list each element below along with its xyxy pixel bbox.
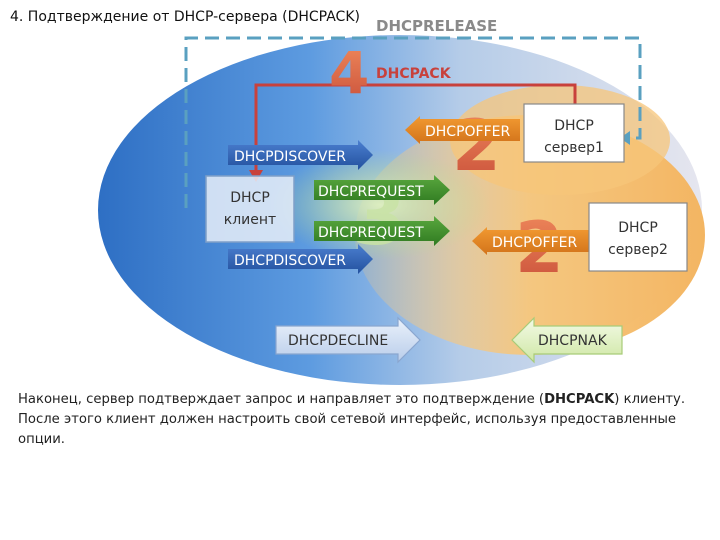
nak-label: DHCPNAK: [538, 333, 608, 349]
caption-line-2: После этого клиент должен настроить свой…: [18, 412, 677, 427]
caption-line-3: опции.: [18, 432, 65, 447]
server2-line2: сервер2: [608, 242, 668, 258]
dhcp-server1-box: [523, 103, 625, 163]
client-line2: клиент: [224, 212, 276, 228]
ack-path: [254, 83, 577, 172]
discover-top-arrow: [228, 140, 373, 170]
nak-arrow: [511, 316, 623, 364]
request-top-label: DHCPREQUEST: [318, 184, 424, 200]
slide-title: 4. Подтверждение от DHCP-сервера (DHCPAC…: [10, 9, 360, 25]
offer-top-label: DHCPOFFER: [425, 124, 510, 140]
discover-bottom-arrow: [228, 244, 373, 274]
caption-line-1: Наконец, сервер подтверждает запрос и на…: [18, 390, 708, 410]
dhcp-server2-box: [588, 202, 688, 272]
offer-top-arrow: [405, 116, 520, 144]
discover-top-label: DHCPDISCOVER: [234, 149, 346, 165]
decline-arrow: [275, 316, 421, 364]
dhcp-client-box: [205, 175, 295, 243]
caption-line1-before: Наконец, сервер подтверждает запрос и на…: [18, 392, 545, 407]
decline-label: DHCPDECLINE: [288, 333, 388, 349]
offer-bottom-arrow: [472, 227, 590, 255]
caption-text: Наконец, сервер подтверждает запрос и на…: [18, 390, 708, 450]
release-label: DHCPRELEASE: [376, 17, 497, 35]
release-arrowhead: [620, 131, 630, 145]
ack-label: DHCPACK: [376, 66, 452, 82]
request-bottom-label: DHCPREQUEST: [318, 225, 424, 241]
request-bottom-arrow: [314, 216, 450, 246]
release-path: [184, 36, 642, 208]
server1-line1: DHCP: [554, 118, 594, 134]
server1-line2: сервер1: [544, 140, 604, 156]
discover-bottom-label: DHCPDISCOVER: [234, 253, 346, 269]
request-top-arrow: [314, 175, 450, 205]
client-line1: DHCP: [230, 190, 270, 206]
dhcp-diagram: DHCPRELEASE DHCPACK 4 2 2 3 DHCPOFFER DH…: [98, 17, 705, 385]
offer-bottom-label: DHCPOFFER: [492, 235, 577, 251]
step-4-number: 4: [329, 39, 369, 107]
caption-line1-bold: DHCPACK: [544, 392, 615, 407]
server2-line1: DHCP: [618, 220, 658, 236]
step-2-number-top: 2: [452, 105, 501, 187]
caption-line1-after: ) клиенту.: [614, 392, 686, 407]
